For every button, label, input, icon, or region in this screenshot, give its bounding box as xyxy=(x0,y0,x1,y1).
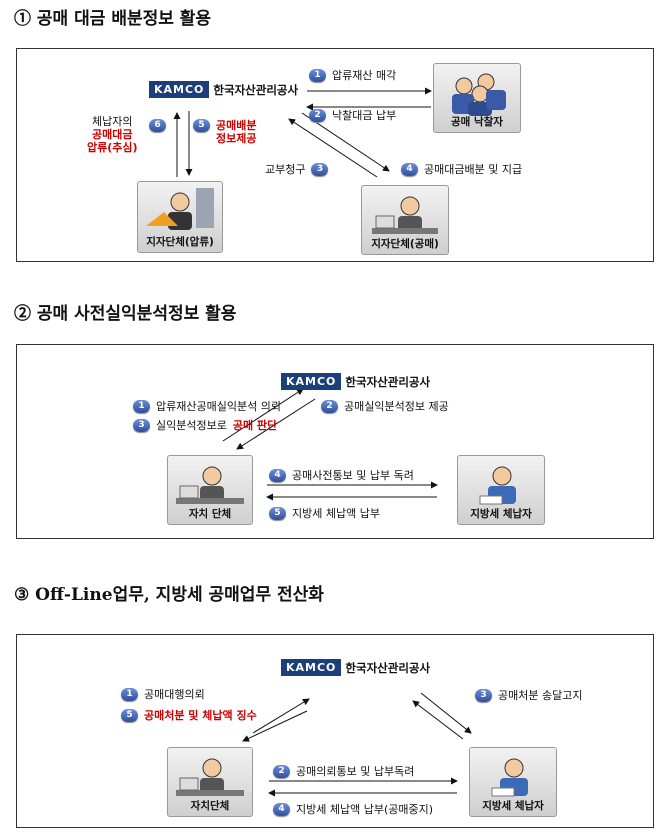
arrows-layer-1 xyxy=(173,87,432,178)
figure-auction-winner: 공매 낙찰자 xyxy=(433,63,521,133)
arrow-provide xyxy=(236,398,316,450)
arrow-distribute xyxy=(301,112,390,172)
section-2-title: ② 공매 사전실익분석정보 활용 xyxy=(14,304,237,324)
figure-local-gov-seize: 지자단체(압류) xyxy=(137,181,223,253)
office-worker-icon xyxy=(146,188,214,230)
arrow-collect xyxy=(242,710,308,742)
figure-tax-delinquent: 지방세 체납자 xyxy=(457,455,545,525)
step-6-badge: 6 xyxy=(149,119,172,132)
arrows-layer-3 xyxy=(242,692,472,797)
office-worker-icon xyxy=(176,758,244,796)
people-icon xyxy=(452,73,506,116)
arrow-claim xyxy=(288,118,378,178)
figure-local-gov: 자치단체 xyxy=(167,747,253,817)
step-6-text: 체납자의 공매대금 압류(추심) xyxy=(87,115,138,154)
kamco-logo: KAMCO 한국자산관리공사 xyxy=(149,81,298,98)
arrows-layer-2 xyxy=(222,388,438,501)
step-5-label: 5 공매배분 정보제공 xyxy=(193,119,256,145)
figure-local-gov: 자치 단체 xyxy=(167,455,253,525)
section-1-title: ① 공매 대금 배분정보 활용 xyxy=(14,9,212,29)
arrow-request xyxy=(252,698,310,734)
person-icon xyxy=(479,466,516,505)
arrow-request xyxy=(222,388,304,442)
office-worker-icon xyxy=(176,466,244,504)
figure-local-gov-auction: 지자단체(공매) xyxy=(361,185,449,255)
arrow-notice-up xyxy=(412,700,464,740)
figure-tax-delinquent: 지방세 체납자 xyxy=(469,747,557,817)
kamco-logo: KAMCO 한국자산관리공사 xyxy=(281,659,430,676)
person-icon xyxy=(491,758,528,797)
arrow-notice-down xyxy=(420,692,472,734)
section-3-title: ③ Off-Line업무, 지방세 공매업무 전산화 xyxy=(14,585,324,605)
office-worker-icon xyxy=(372,196,438,234)
kamco-logo: KAMCO 한국자산관리공사 xyxy=(281,373,430,390)
